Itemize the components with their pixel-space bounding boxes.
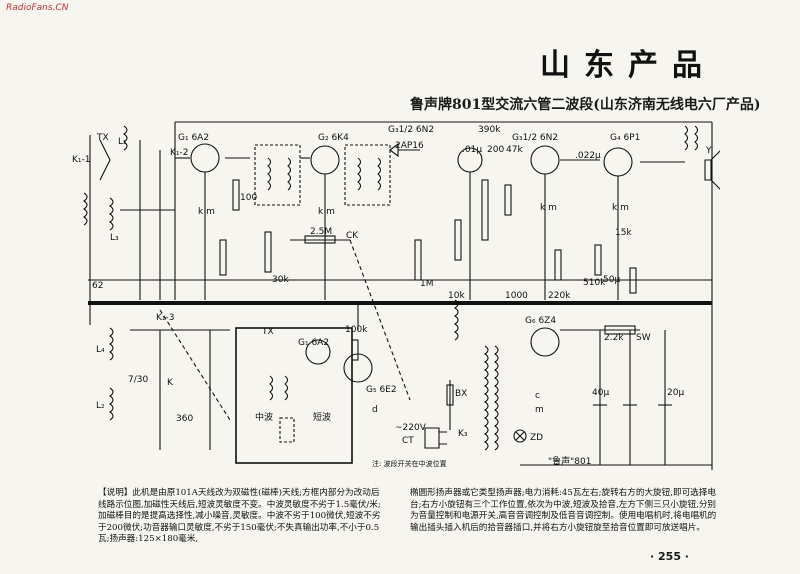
page-number: · 255 · [650, 550, 689, 563]
label-2ap16: 2AP16 [395, 141, 424, 151]
label-tx: TX [96, 133, 109, 143]
speaker-icon [704, 150, 720, 190]
tube-g1 [190, 143, 220, 173]
label-k11: K₁-1 [72, 155, 90, 165]
label-k: K [167, 378, 174, 388]
label-c730: 7/30 [128, 375, 148, 385]
tube-g4 [603, 147, 633, 177]
label-r510k: 510k [583, 278, 606, 288]
label-r25m: 2.5M [310, 227, 332, 237]
label-r390k: 390k [478, 125, 501, 135]
label-zd: ZD [530, 433, 543, 443]
label-220v: ~220V [395, 423, 427, 433]
label-l3: L₃ [110, 233, 119, 243]
label-km-2: k m [318, 207, 335, 217]
label-zhongbo: 中波 [255, 411, 273, 423]
tube-g6 [530, 327, 560, 357]
label-km-4: k m [612, 203, 629, 213]
label-footnote: 注: 波段开关在中波位置 [372, 459, 447, 468]
label-c: c [535, 391, 540, 401]
label-g2: G₂ 6K4 [318, 133, 349, 143]
label-r100k: 100k [345, 325, 368, 335]
label-g4: G₄ 6P1 [610, 133, 640, 143]
label-r1m: 1M [420, 279, 434, 289]
label-sw: SW [636, 333, 651, 343]
label-ct: CT [402, 436, 414, 446]
label-c360: 360 [176, 414, 193, 424]
label-g6: G₆ 6Z4 [525, 316, 556, 326]
label-c50u: 50μ [603, 275, 620, 285]
label-r15k: 15k [615, 228, 632, 238]
label-km-1: k m [198, 207, 215, 217]
label-d: d [372, 405, 378, 415]
label-l2: L₂ [96, 401, 105, 411]
label-c200: 200 [487, 145, 504, 155]
label-r100: 100 [240, 193, 257, 203]
label-km-3: k m [540, 203, 557, 213]
power-plug-icon [424, 427, 447, 449]
label-l1: L₁ [118, 137, 127, 147]
tube-g3b [530, 145, 560, 175]
label-g1: G₁ 6A2 [178, 133, 209, 143]
label-k13: K₁-3 [156, 313, 174, 323]
label-tx2: TX [261, 327, 274, 337]
diagram-title: 鲁声牌801型交流六管二波段(山东济南无线电六厂产品) [410, 97, 761, 113]
label-model: "鲁声"801 [548, 455, 591, 467]
label-c01: .01μ [462, 145, 482, 155]
label-c47k: 47k [506, 145, 523, 155]
explanation-right: 椭圆形扬声器或它类型扬声器;电力消耗:45瓦左右;旋转右方的大旋钮,即可选择电台… [410, 488, 717, 533]
label-y: Y [705, 146, 712, 156]
label-g1b: G₁ 6A2 [298, 338, 329, 348]
label-ck: CK [346, 231, 359, 241]
label-k12: K₁-2 [170, 148, 188, 158]
label-c022: .022μ [575, 151, 601, 161]
label-2-2k: 2.2k [604, 333, 624, 343]
label-c20u: 20μ [667, 388, 684, 398]
pilot-lamp [513, 429, 527, 443]
schematic-diagram: G₁ 6A2 G₂ 6K4 G₃1/2 6N2 G₃1/2 6N2 G₄ 6P1… [72, 121, 720, 470]
label-g3: G₃1/2 6N2 [388, 125, 434, 135]
label-r30k: 30k [272, 275, 289, 285]
label-c40u: 40μ [592, 388, 609, 398]
label-r1000: 1000 [505, 291, 528, 301]
label-r220k: 220k [548, 291, 571, 301]
watermark: RadioFans.CN [6, 3, 69, 13]
label-c62: 62 [92, 281, 103, 291]
label-duanbo: 短波 [313, 411, 331, 423]
explanation-left: 【说明】此机是由原101A天线改为双磁性(磁棒)天线;方框内部分为改动后线路示位… [98, 488, 381, 544]
brand-title: 山东产品 [540, 48, 716, 83]
label-r10k: 10k [448, 291, 465, 301]
label-k3: K₃ [458, 429, 468, 439]
label-bx: BX [455, 389, 467, 399]
label-g5: G₅ 6E2 [366, 385, 397, 395]
label-m: m [535, 405, 544, 415]
modified-antenna-box [235, 327, 353, 464]
label-l4: L₄ [96, 345, 105, 355]
label-g3b: G₃1/2 6N2 [512, 133, 558, 143]
tube-g2 [310, 145, 340, 175]
